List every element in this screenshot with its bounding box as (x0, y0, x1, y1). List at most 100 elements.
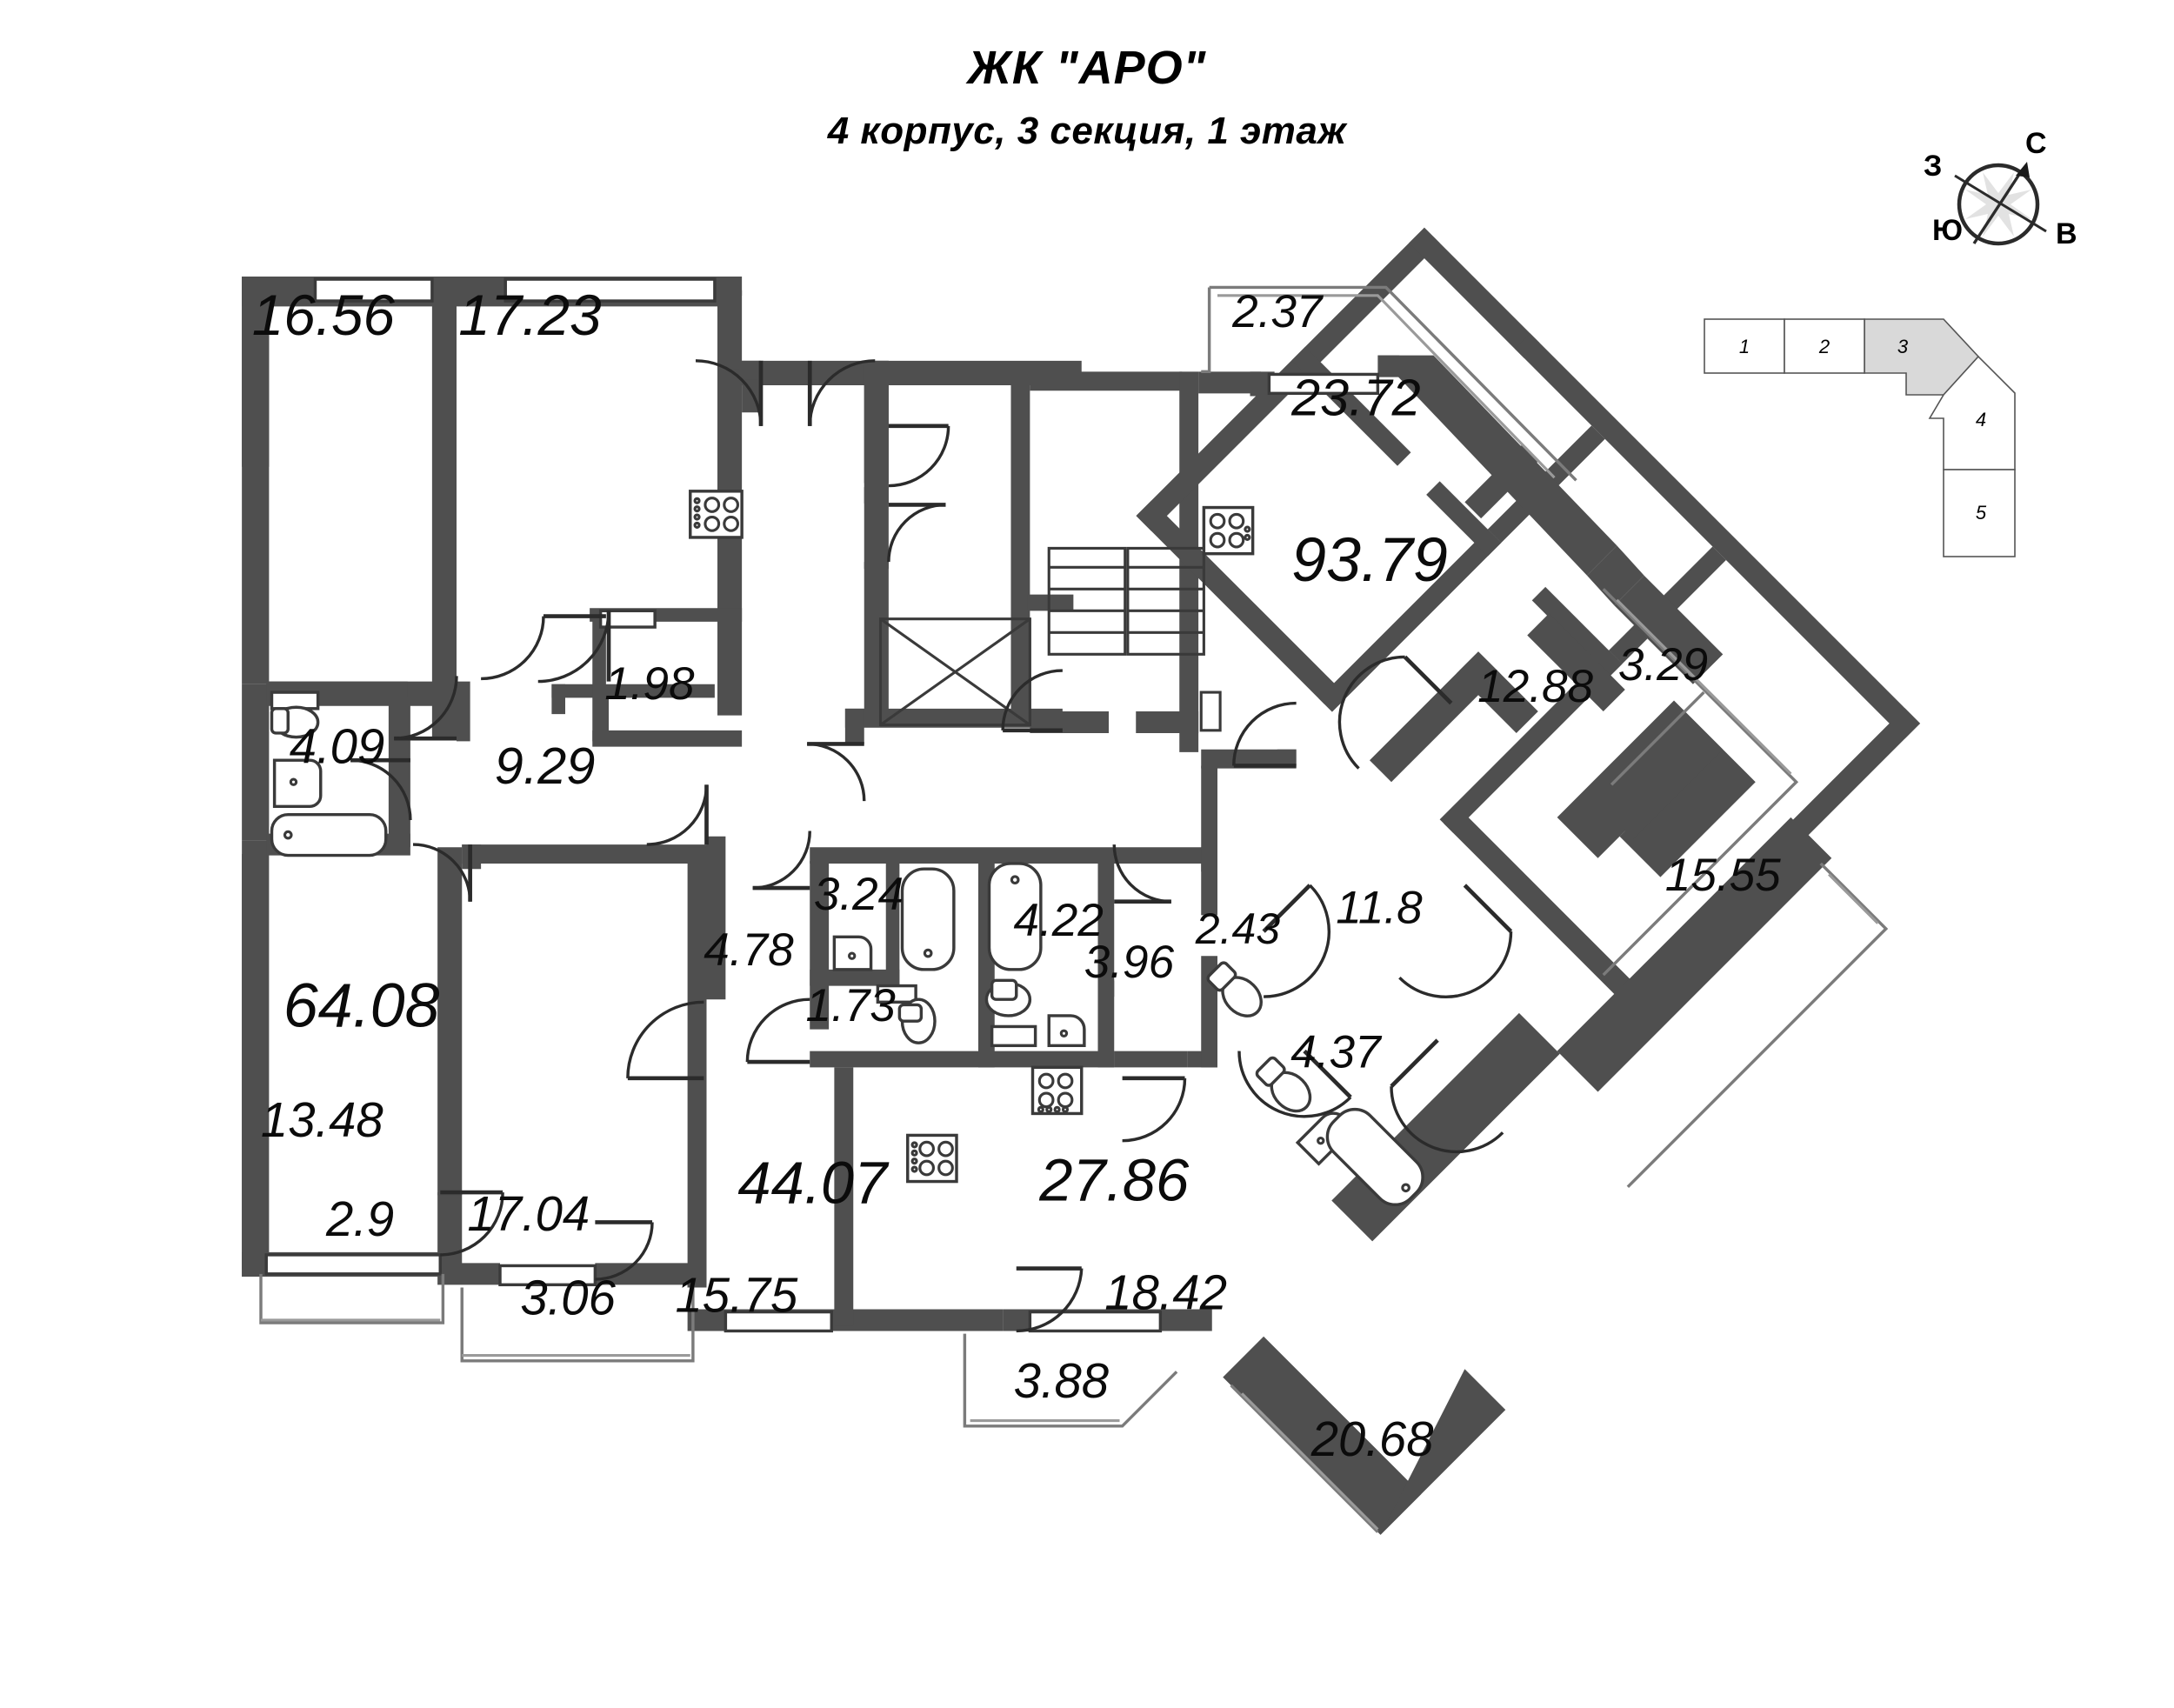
section-key-plan: 1 2 3 4 5 (1678, 315, 2087, 576)
window-icon (503, 277, 717, 303)
elevator-shaft-icon (878, 617, 1031, 727)
window-icon (598, 609, 657, 629)
niche-icon (1199, 691, 1222, 732)
balconies-group (259, 285, 1889, 1533)
area-label: 18.42 (1104, 1264, 1227, 1319)
door-icon (440, 1190, 504, 1257)
windows-group (264, 277, 1380, 1333)
compass-label-east: В (2056, 217, 2077, 250)
page-subtitle: 4 корпус, 3 секция, 1 этаж (827, 110, 1347, 153)
door-icon (394, 676, 458, 741)
door-icon (1237, 1049, 1352, 1118)
window-icon (498, 1264, 597, 1287)
core-group (878, 546, 1222, 732)
area-label: 3.29 (1618, 639, 1708, 691)
area-label: 4.09 (290, 718, 384, 773)
area-label: 3.06 (520, 1271, 616, 1325)
area-label: 1.98 (604, 658, 695, 710)
key-section-1-label: 1 (1739, 336, 1750, 357)
staircase-icon (1126, 546, 1205, 656)
door-icon (1398, 884, 1513, 998)
compass-label-west: З (1924, 150, 1942, 183)
area-label: 64.08 (283, 971, 440, 1040)
door-icon (1337, 655, 1453, 770)
toilet-icon (1255, 1056, 1312, 1113)
sink-icon (272, 758, 323, 809)
key-section-2-label: 2 (1818, 336, 1830, 357)
doors-group (350, 359, 1513, 1333)
page-title: ЖК "АРО" (967, 42, 1207, 94)
key-section-3-label: 3 (1897, 336, 1909, 357)
compass-north-arrow-icon (2016, 162, 2030, 177)
area-label: 2.43 (1195, 904, 1281, 953)
window-icon (1267, 372, 1380, 396)
sink-icon (832, 935, 873, 971)
door-icon (807, 742, 866, 802)
stove-icon (689, 490, 744, 539)
toilet-icon (270, 691, 320, 739)
staircase-icon (1047, 546, 1127, 656)
area-label: 17.23 (458, 284, 601, 347)
door-icon (481, 614, 606, 681)
key-section-5-label: 5 (1976, 502, 1987, 524)
area-label: 4.37 (1290, 1026, 1383, 1078)
door-icon (1001, 669, 1063, 733)
door-icon (412, 843, 472, 902)
door-icon (745, 997, 810, 1064)
area-label: 3.88 (1014, 1353, 1109, 1408)
stove-icon (1030, 1065, 1084, 1116)
bathtub-icon (987, 862, 1043, 971)
compass-axis-ns (1972, 170, 2024, 244)
area-label: 4.78 (704, 924, 794, 976)
compass-label-north: С (2025, 127, 2047, 160)
walls-group (242, 227, 1921, 1535)
area-label: 11.8 (1336, 883, 1423, 934)
door-icon (1122, 1076, 1187, 1143)
bathtub-icon (270, 812, 388, 857)
door-icon (888, 424, 950, 488)
key-section-4-label: 4 (1976, 409, 1986, 430)
area-label: 3.24 (814, 869, 904, 920)
window-icon (313, 277, 434, 303)
bathtub-icon (900, 867, 956, 971)
door-icon (595, 1220, 654, 1281)
compass-axis-we (1954, 174, 2047, 233)
key-section-3-shape[interactable] (1864, 318, 1980, 396)
area-label: 15.75 (675, 1268, 797, 1323)
door-icon (1016, 1266, 1084, 1333)
door-icon (646, 784, 709, 846)
key-section-2-shape[interactable] (1784, 318, 1865, 374)
area-label: 3.96 (1084, 937, 1175, 988)
door-icon (1112, 844, 1171, 904)
diagonal-block-walls (1136, 227, 1921, 1012)
area-label: 1.73 (805, 980, 896, 1031)
area-label: 13.48 (261, 1092, 383, 1147)
door-icon (350, 757, 412, 820)
door-icon (807, 359, 876, 426)
door-icon (626, 1000, 704, 1081)
key-section-5-shape[interactable] (1943, 469, 2016, 557)
area-label: 15.55 (1665, 850, 1781, 901)
area-label: 9.29 (495, 737, 596, 795)
window-icon (264, 1253, 442, 1276)
bathtub-icon (1325, 1107, 1424, 1206)
area-label: 23.72 (1290, 368, 1421, 426)
northeast-facade (1377, 355, 1644, 606)
door-icon (1232, 701, 1297, 768)
area-label: 17.04 (467, 1186, 590, 1241)
stove-icon (1202, 505, 1255, 556)
area-label: 2.9 (325, 1191, 394, 1246)
area-label: 4.22 (1014, 895, 1104, 946)
key-section-1-shape[interactable] (1704, 318, 1785, 374)
area-label: 27.86 (1038, 1146, 1190, 1213)
toilet-icon (984, 978, 1032, 1017)
door-icon (695, 359, 764, 426)
area-label: 12.88 (1477, 661, 1593, 712)
compass-rose: С Ю З В (1903, 122, 2129, 278)
sink-icon (990, 1014, 1086, 1048)
toilet-icon (876, 984, 937, 1044)
window-icon (724, 1310, 833, 1333)
area-label: 2.37 (1231, 286, 1324, 337)
